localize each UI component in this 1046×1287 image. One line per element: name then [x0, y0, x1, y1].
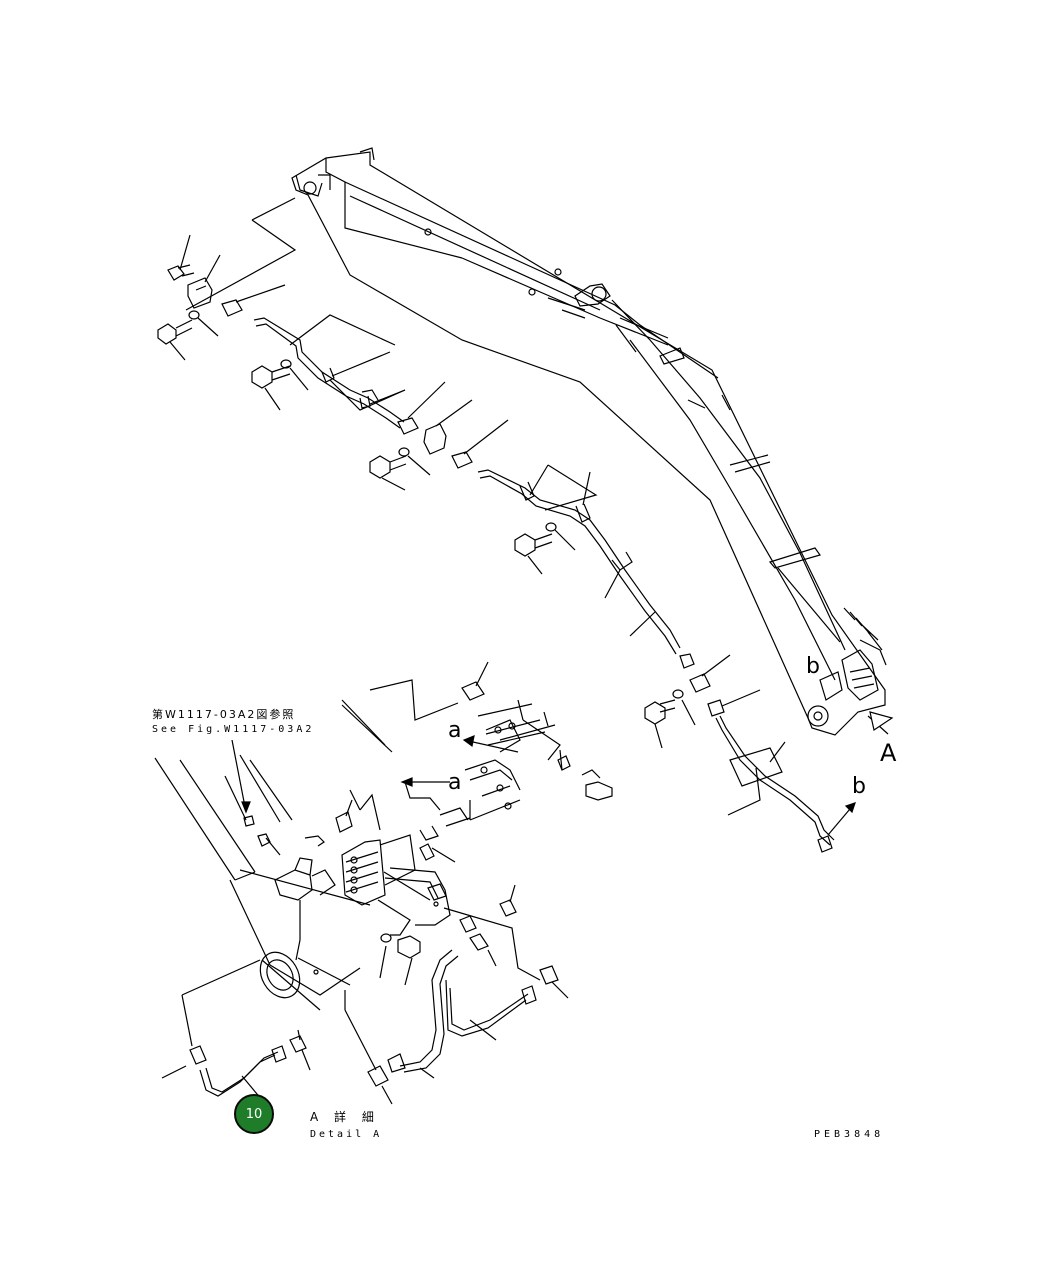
reference-label-jp: 第W1117-03A2図参照: [152, 708, 296, 721]
reference-label-en: See Fig.W1117-03A2: [152, 724, 315, 735]
callout-badge-10[interactable]: 10: [234, 1094, 274, 1134]
drawing-number: PEB3848: [814, 1129, 885, 1140]
detail-a-assembly: [154, 661, 613, 1105]
view-arrows: [231, 711, 894, 836]
view-label-A: A: [880, 739, 897, 767]
view-label-b-pipe: b: [852, 774, 866, 799]
detail-label-en: Detail A: [310, 1129, 383, 1140]
view-label-a-lower: a: [448, 770, 462, 795]
view-label-a-upper: a: [448, 718, 462, 743]
view-label-b-arm: b: [806, 654, 820, 679]
detail-label-jp: A 詳 細: [310, 1110, 380, 1124]
upper-pipe-assembly: [157, 197, 835, 853]
boom-arm: [291, 147, 887, 736]
